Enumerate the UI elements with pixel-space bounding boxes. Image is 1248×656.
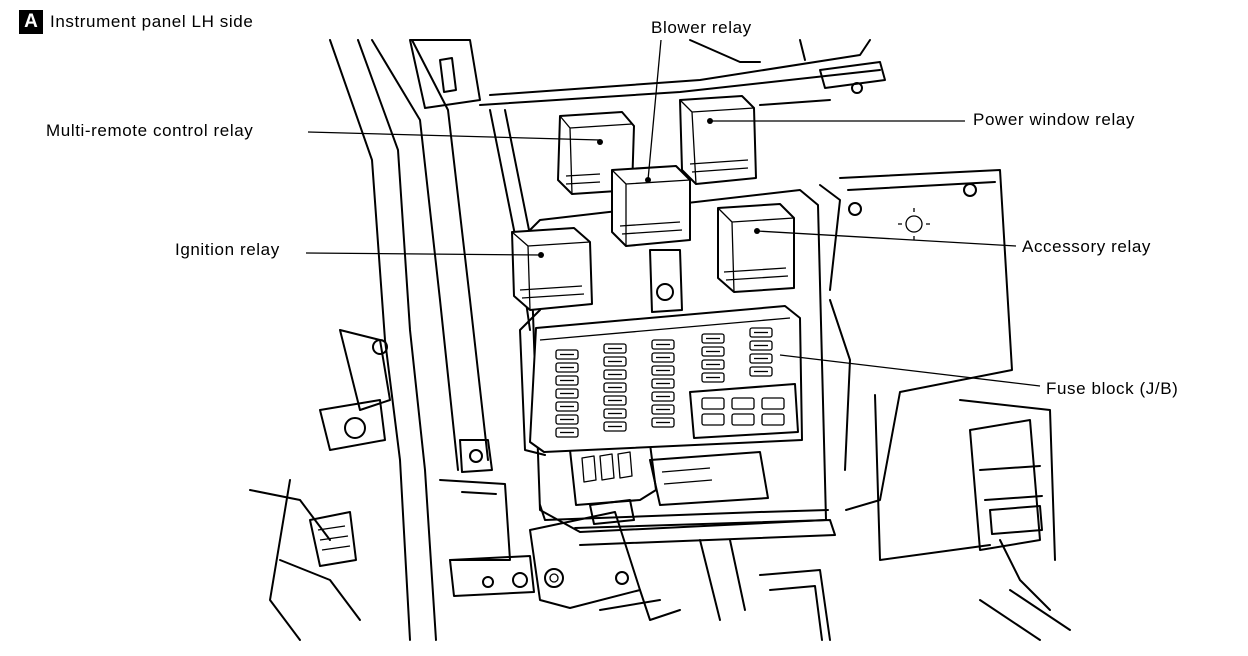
fuse-slot bbox=[603, 382, 627, 393]
panel-title: Instrument panel LH side bbox=[50, 12, 254, 31]
fuse-slot bbox=[749, 340, 773, 351]
panel-badge: A bbox=[19, 10, 43, 34]
fuse-slot bbox=[701, 346, 725, 357]
fuse-slot bbox=[603, 395, 627, 406]
fuse-slot bbox=[651, 339, 675, 350]
fuse-slot bbox=[651, 352, 675, 363]
accessory-relay bbox=[717, 203, 795, 293]
fuse-slot bbox=[651, 417, 675, 428]
accessory-relay-label: Accessory relay bbox=[1022, 237, 1151, 256]
right-panel bbox=[759, 169, 1071, 641]
fuse-slot bbox=[555, 401, 579, 412]
fuse-block-label: Fuse block (J/B) bbox=[1046, 379, 1179, 398]
fuse-slot bbox=[555, 414, 579, 425]
large-fuse-slot bbox=[731, 397, 755, 410]
fuse-slot bbox=[555, 375, 579, 386]
fuse-slot bbox=[603, 421, 627, 432]
fuse-slot bbox=[555, 349, 579, 360]
dashboard-structure bbox=[249, 39, 511, 641]
fuse-slot bbox=[651, 391, 675, 402]
junction-box bbox=[519, 189, 836, 546]
ignition-relay bbox=[511, 227, 593, 311]
fuse-slot bbox=[555, 427, 579, 438]
fuse-slot bbox=[603, 343, 627, 354]
fuse-slot bbox=[555, 388, 579, 399]
fuse-slot bbox=[749, 366, 773, 377]
fuse-slot bbox=[701, 372, 725, 383]
power-window-relay bbox=[679, 95, 757, 185]
fuse-slot bbox=[701, 333, 725, 344]
large-fuse-slot bbox=[761, 413, 785, 426]
large-fuse-slot bbox=[761, 397, 785, 410]
fuse-slot bbox=[603, 356, 627, 367]
large-fuse-slot bbox=[701, 397, 725, 410]
fuse-slot bbox=[651, 404, 675, 415]
fuse-slot bbox=[651, 365, 675, 376]
blower-relay bbox=[611, 165, 691, 247]
large-fuse-slot bbox=[701, 413, 725, 426]
ignition-relay-label: Ignition relay bbox=[175, 240, 280, 259]
upper-trim bbox=[479, 39, 886, 331]
fuse-block bbox=[529, 305, 803, 453]
fuse-slot bbox=[603, 369, 627, 380]
power-window-relay-label: Power window relay bbox=[973, 110, 1135, 129]
multi-remote-control-relay-label: Multi-remote control relay bbox=[46, 121, 254, 140]
fuse-slot bbox=[651, 378, 675, 389]
fuse-slot bbox=[701, 359, 725, 370]
fuse-slot bbox=[749, 353, 773, 364]
fuse-slot bbox=[603, 408, 627, 419]
fuse-slot bbox=[749, 327, 773, 338]
leader-lines bbox=[305, 39, 1041, 387]
blower-relay-label: Blower relay bbox=[651, 18, 752, 37]
large-fuse-slot bbox=[731, 413, 755, 426]
fuse-slot bbox=[555, 362, 579, 373]
